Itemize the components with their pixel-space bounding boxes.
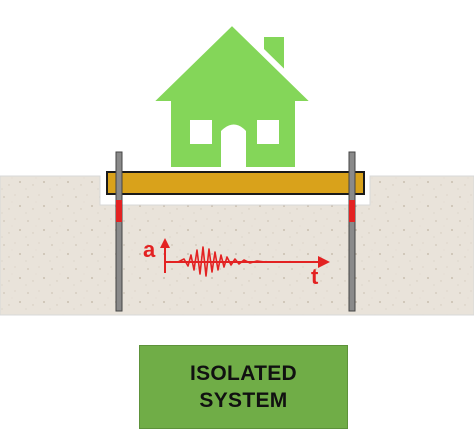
- right-pole: [348, 151, 356, 312]
- isolation-beam: [106, 171, 365, 195]
- label-line-1: ISOLATED: [189, 362, 297, 385]
- acceleration-axis: [160, 238, 170, 273]
- system-label-box: ISOLATED SYSTEM: [139, 345, 348, 429]
- seismic-wave-icon: [177, 246, 275, 277]
- label-line-2: SYSTEM: [199, 389, 288, 412]
- acceleration-label: a: [143, 237, 156, 262]
- time-label: t: [311, 264, 319, 289]
- left-pole: [115, 151, 123, 312]
- house-icon: [140, 17, 324, 173]
- ground: [0, 175, 474, 316]
